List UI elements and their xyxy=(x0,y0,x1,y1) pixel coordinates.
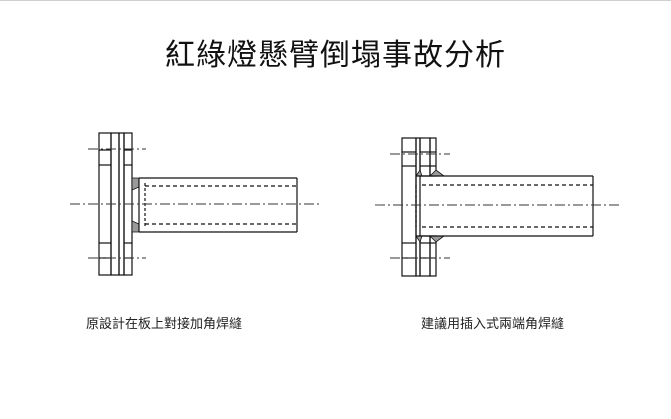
right-center-lines xyxy=(375,153,620,259)
left-butt-weld xyxy=(131,177,140,233)
left-cantilever-tube xyxy=(138,177,298,233)
top-rule xyxy=(0,0,671,1)
caption-original-design: 原設計在板上對接加角焊縫 xyxy=(86,317,243,332)
left-center-lines xyxy=(70,148,322,259)
caption-suggested-design: 建議用插入式兩端角焊縫 xyxy=(421,317,565,332)
original-design-drawing xyxy=(70,132,322,276)
right-inserted-tube xyxy=(415,175,594,237)
right-flange-plate xyxy=(401,137,437,277)
right-fillet-welds xyxy=(415,169,446,243)
slide-title: 紅綠燈懸臂倒塌事故分析 xyxy=(165,38,506,73)
suggested-design-drawing xyxy=(375,137,620,277)
